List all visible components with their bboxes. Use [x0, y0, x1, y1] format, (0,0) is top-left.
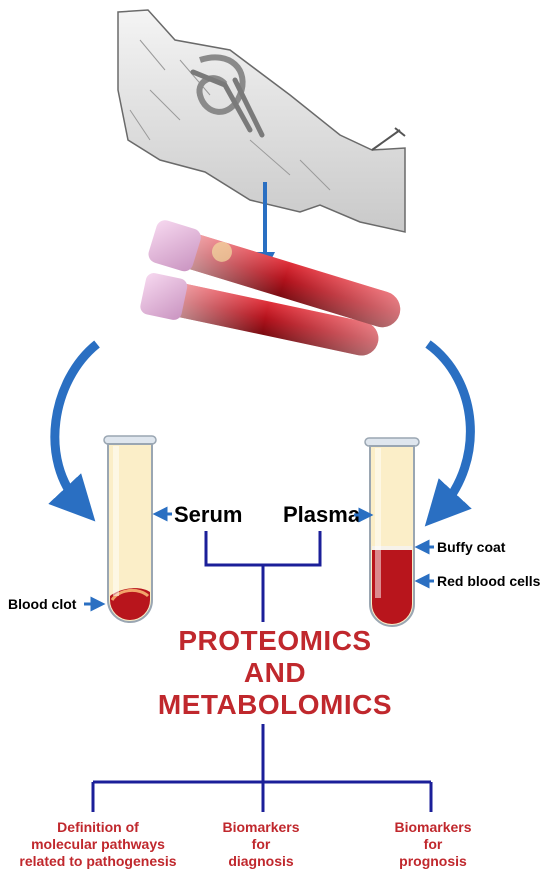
- outcome-prognosis: Biomarkers for prognosis: [394, 819, 471, 869]
- outcome-diagnosis: Biomarkers for diagnosis: [222, 819, 299, 869]
- outcome-text-line: for: [424, 836, 443, 852]
- curved-arrow-right: [424, 340, 475, 527]
- outcomes-tree: [91, 724, 433, 812]
- blood-clot-label: Blood clot: [8, 596, 77, 612]
- outcome-text-line: for: [252, 836, 271, 852]
- plasma-label: Plasma: [283, 502, 361, 527]
- main-title: PROTEOMICS AND METABOLOMICS: [155, 623, 394, 723]
- serum-tube: [103, 435, 157, 623]
- outcome-pathogenesis: Definition of molecular pathways related…: [19, 819, 176, 869]
- title-line-2: AND: [244, 657, 306, 688]
- outcome-text-line: prognosis: [399, 853, 467, 869]
- outcome-text-line: molecular pathways: [31, 836, 165, 852]
- red-blood-cells-label: Red blood cells: [437, 573, 541, 589]
- outcome-text-line: Biomarkers: [394, 819, 471, 835]
- title-line-1: PROTEOMICS: [178, 625, 371, 656]
- outcome-text-line: Biomarkers: [222, 819, 299, 835]
- plasma-tube: [364, 437, 420, 627]
- curved-arrow-left: [48, 340, 100, 522]
- buffy-coat-label: Buffy coat: [437, 539, 506, 555]
- arm-with-tourniquet-illustration: [117, 9, 406, 233]
- blood-tubes-illustration: [140, 220, 401, 356]
- outcome-text-line: Definition of: [57, 819, 139, 835]
- serum-label: Serum: [174, 502, 242, 527]
- title-line-3: METABOLOMICS: [158, 689, 392, 720]
- connector-bracket: [204, 531, 322, 622]
- outcome-text-line: related to pathogenesis: [19, 853, 176, 869]
- outcome-text-line: diagnosis: [228, 853, 294, 869]
